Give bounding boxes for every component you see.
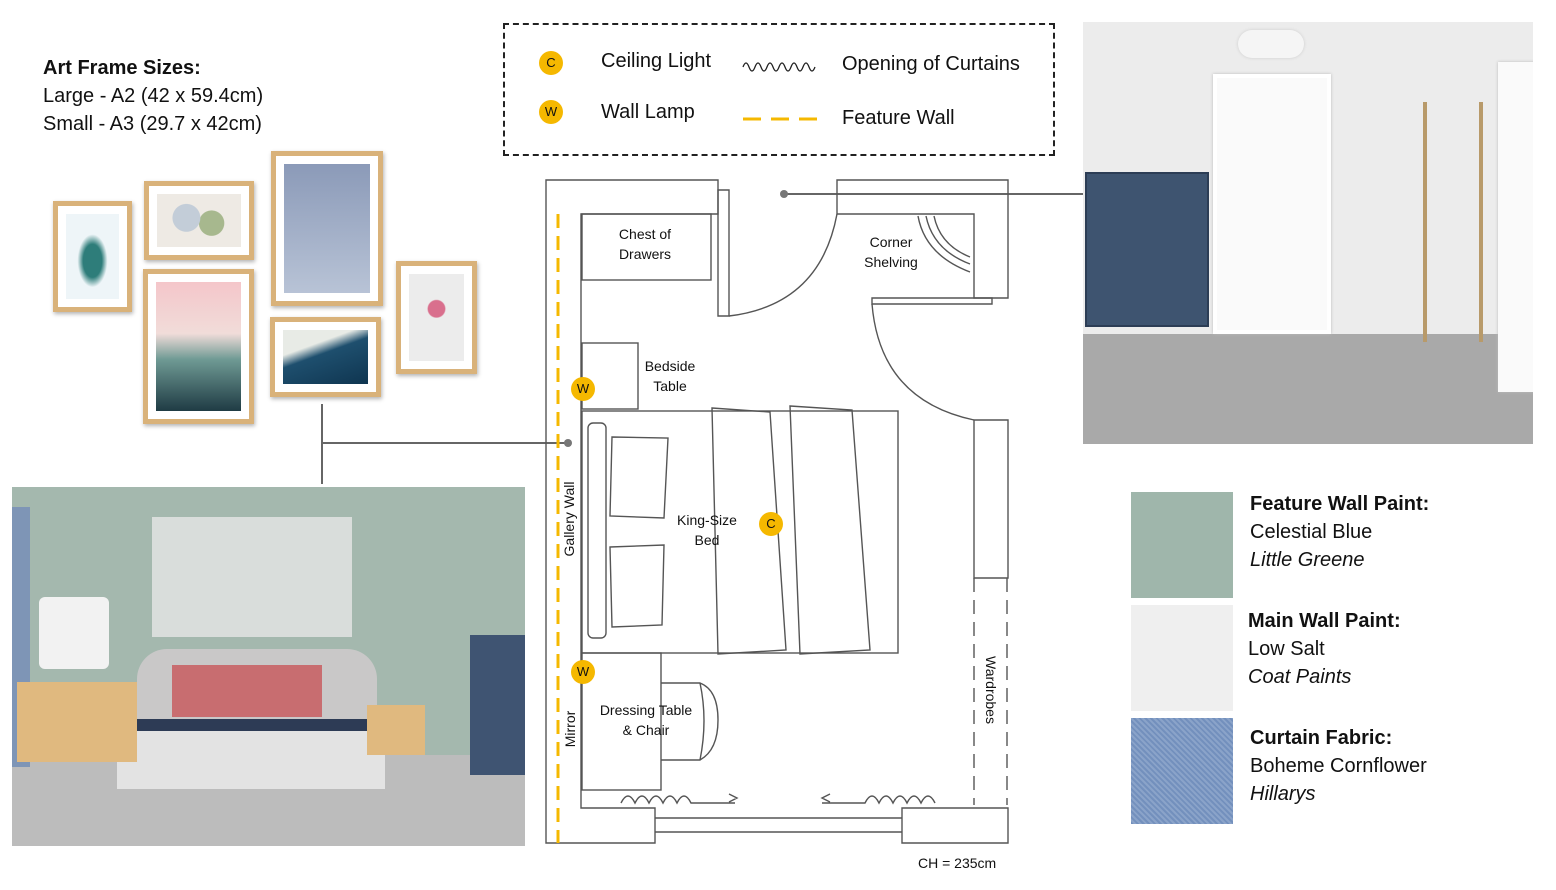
swatch-main-wall [1131, 605, 1233, 711]
legend-ceiling-light: Ceiling Light [601, 50, 712, 72]
label-mirror: Mirror [562, 710, 578, 748]
art-sizes: Art Frame Sizes: Large - A2 (42 x 59.4cm… [43, 54, 263, 138]
art-frame-seaweed [53, 201, 132, 312]
gallery-connector [321, 404, 568, 444]
label-dressing: Dressing Table & Chair [599, 702, 693, 738]
wall-lamp-marker: W [571, 377, 595, 401]
art-sizes-title: Art Frame Sizes: [43, 57, 201, 79]
label-corner-shelving: Corner Shelving [864, 234, 918, 270]
label-wardrobes: Wardrobes [983, 656, 999, 724]
legend-curtains: Opening of Curtains [842, 53, 1020, 75]
door-side-render [1083, 22, 1533, 444]
art-size-large: Large - A2 (42 x 59.4cm) [43, 85, 264, 107]
bedside-table [581, 342, 639, 410]
art-size-small: Small - A3 (29.7 x 42cm) [43, 113, 262, 135]
ceiling-height: CH = 235cm [918, 855, 997, 871]
feature-wall-dash-icon [743, 117, 819, 121]
wardrobe-unit [973, 419, 1009, 579]
swatch-curtain-fabric [1131, 718, 1233, 824]
wall-lamp-symbol: W [539, 100, 563, 124]
dressing-table [581, 652, 662, 791]
legend-wall-lamp: Wall Lamp [601, 101, 695, 123]
wall-lamp-marker: W [571, 660, 595, 684]
label-chest: Chest of Drawers [618, 226, 672, 262]
swatch-feature-wall [1131, 492, 1233, 598]
legend-feature-wall: Feature Wall [842, 107, 955, 129]
art-frame-birds [271, 151, 383, 306]
label-bed: King-Size Bed [677, 512, 737, 548]
art-frame-pink-landscape [143, 269, 254, 424]
art-frame-stones [144, 181, 254, 260]
art-frame-lotus [396, 261, 477, 374]
label-gallery-wall: Gallery Wall [561, 481, 577, 557]
art-frame-waves [270, 317, 381, 397]
bedroom-render [12, 487, 525, 846]
wall-bottom-right [901, 807, 1009, 844]
chest-of-drawers [581, 213, 712, 281]
ceiling-light-symbol: C [539, 51, 563, 75]
curtain-wave-icon [742, 62, 816, 72]
legend: C Ceiling Light W Wall Lamp Opening of C… [503, 23, 1055, 156]
label-bedside: Bedside Table [644, 358, 696, 394]
ceiling-light-marker: C [759, 512, 783, 536]
